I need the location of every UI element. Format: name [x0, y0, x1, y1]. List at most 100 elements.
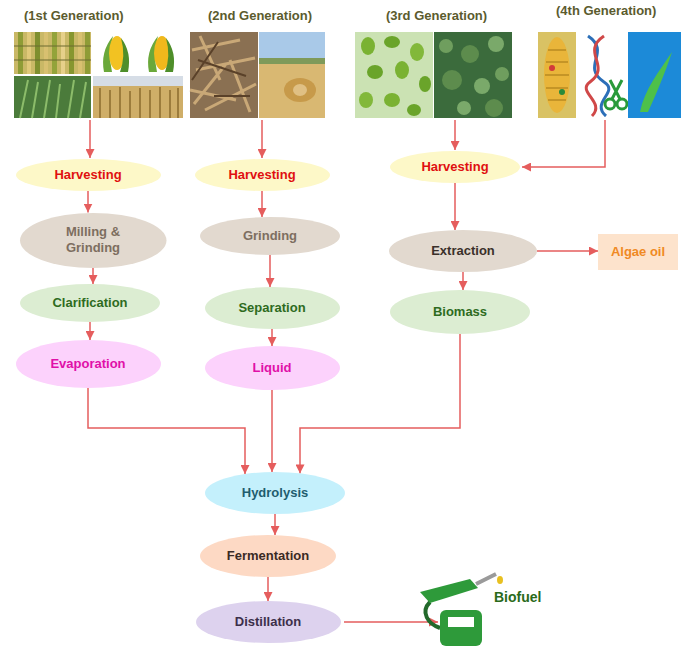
node-label: Milling & Grinding — [48, 224, 138, 255]
node-label: Hydrolysis — [242, 485, 308, 501]
hay-field-photo — [259, 58, 325, 64]
ellipse-fill — [205, 472, 345, 514]
flow-arrow — [462, 272, 464, 290]
flow-arrow — [92, 268, 94, 285]
source-arrow — [344, 621, 438, 623]
flow-arrow — [89, 322, 91, 340]
process-ellipse: Grinding — [200, 217, 340, 255]
node-label: Extraction — [431, 243, 495, 259]
engineered-algae-photo — [628, 32, 681, 118]
ellipse-fill — [390, 151, 520, 183]
microalgae-photo — [384, 93, 400, 107]
generation-heading: (2nd Generation) — [208, 8, 312, 24]
dna-scissors-icon — [605, 99, 615, 109]
flow-arrow — [269, 255, 271, 287]
engineered-algae-photo — [628, 32, 681, 118]
node-label: Harvesting — [228, 167, 295, 183]
sugarcane-photo — [78, 32, 82, 74]
node-label: Algae oil — [611, 244, 665, 260]
sugarcane-photo — [85, 32, 90, 74]
microalgae-photo — [407, 104, 421, 116]
flow-arrow — [537, 250, 598, 252]
generation-heading: (4th Generation) — [556, 3, 656, 19]
engineered-corn-photo — [559, 89, 565, 95]
microalgae-photo — [355, 32, 433, 118]
algae-culture-photo — [474, 78, 490, 94]
algae-culture-photo — [442, 70, 462, 90]
ellipse-fill — [195, 159, 330, 191]
product-label: Biofuel — [494, 589, 541, 606]
ellipse-fill — [200, 535, 336, 577]
source-arrow — [261, 120, 263, 158]
crop-field-photo — [14, 76, 91, 118]
process-ellipse: Fermentation — [200, 535, 336, 577]
hay-field-photo — [259, 32, 325, 118]
corn-photo — [93, 32, 183, 74]
flow-arrow — [88, 388, 245, 474]
wheat-photo — [93, 76, 183, 86]
flow-arrow — [454, 183, 456, 230]
node-label: Harvesting — [421, 159, 488, 175]
crop-field-photo — [20, 80, 86, 118]
ellipse-fill — [390, 290, 530, 334]
sugarcane-photo — [52, 32, 57, 74]
dna-scissors-icon — [577, 32, 627, 118]
sugarcane-photo — [27, 32, 31, 74]
fuel-pump-icon — [425, 602, 440, 628]
process-ellipse: Separation — [205, 287, 340, 329]
microalgae-photo — [361, 37, 375, 55]
process-ellipse: Evaporation — [16, 340, 161, 388]
flow-arrow — [267, 577, 269, 601]
microalgae-photo — [359, 92, 373, 108]
algae-culture-photo — [461, 45, 479, 63]
source-arrow — [454, 120, 456, 150]
flow-arrow — [271, 390, 273, 472]
dna-scissors-icon — [577, 32, 627, 118]
flow-arrow — [261, 191, 263, 217]
ellipse-fill — [20, 213, 167, 268]
microalgae-photo — [410, 43, 424, 61]
dna-scissors-icon — [586, 36, 604, 116]
dna-scissors-icon — [610, 80, 622, 99]
process-ellipse: Extraction — [389, 230, 537, 272]
algae-culture-photo — [495, 67, 509, 81]
wood-residue-photo — [190, 36, 256, 112]
algae-culture-photo — [434, 32, 512, 118]
process-ellipse: Clarification — [20, 284, 160, 322]
wheat-photo — [93, 76, 183, 118]
ellipse-fill — [16, 159, 161, 191]
node-label: Evaporation — [50, 356, 125, 372]
node-label: Harvesting — [54, 167, 121, 183]
corn-photo — [120, 38, 129, 72]
sugarcane-photo — [44, 32, 48, 74]
hay-field-photo — [284, 78, 316, 102]
ellipse-fill — [20, 284, 160, 322]
algae-culture-photo — [434, 32, 512, 118]
hay-field-photo — [293, 84, 307, 96]
process-ellipse: Liquid — [205, 346, 340, 390]
algae-culture-photo — [457, 101, 471, 115]
engineered-corn-photo — [538, 32, 576, 118]
source-arrow — [89, 120, 91, 158]
process-ellipse: Biomass — [390, 290, 530, 334]
engineered-corn-photo — [538, 32, 576, 118]
ellipse-fill — [16, 340, 161, 388]
hay-field-photo — [259, 32, 325, 60]
corn-photo — [93, 32, 183, 74]
source-arrow — [90, 120, 605, 622]
corn-photo — [165, 38, 174, 72]
ellipse-fill — [200, 217, 340, 255]
sugarcane-photo — [14, 32, 91, 74]
node-label: Distillation — [235, 614, 301, 630]
algae-culture-photo — [488, 36, 504, 52]
process-ellipse: Milling & Grinding — [20, 213, 167, 268]
sugarcane-photo — [35, 32, 40, 74]
engineered-corn-photo — [545, 50, 569, 100]
fuel-pump-icon — [448, 617, 474, 627]
ellipse-fill — [205, 287, 340, 329]
node-label: Biomass — [433, 304, 487, 320]
fuel-pump-icon — [440, 610, 482, 646]
flow-arrow — [274, 514, 276, 535]
sugarcane-photo — [61, 32, 65, 74]
